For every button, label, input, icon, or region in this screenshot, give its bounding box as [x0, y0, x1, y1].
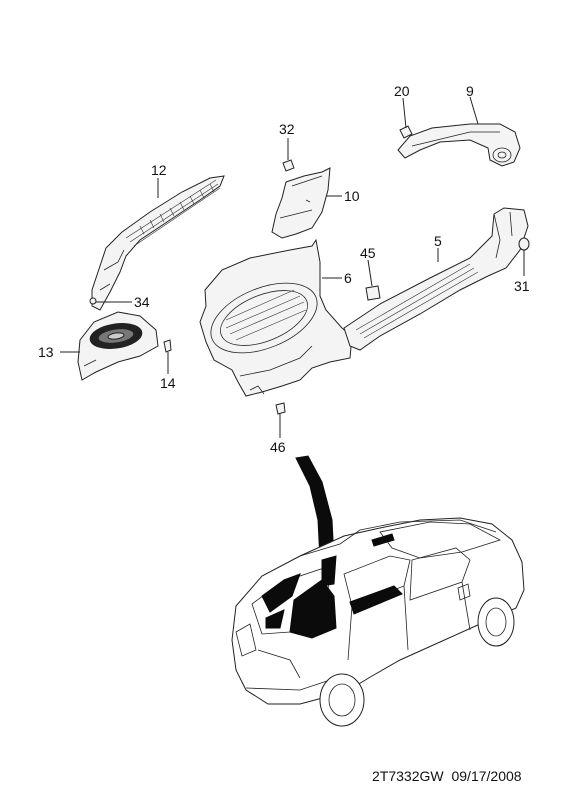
callout-5: 5 — [434, 233, 442, 249]
part-12-rear-scuff-panel — [91, 175, 225, 311]
part-34-clip — [89, 297, 97, 305]
callout-10: 10 — [344, 188, 360, 204]
callout-46: 46 — [270, 439, 286, 455]
callout-13: 13 — [38, 344, 54, 360]
part-10-pillar-trim — [271, 167, 331, 239]
callout-12: 12 — [151, 162, 167, 178]
callout-9: 9 — [466, 83, 474, 99]
part-6-quarter-trim-panel — [199, 238, 353, 397]
callout-6: 6 — [344, 270, 352, 286]
vehicle-outline — [231, 517, 525, 727]
callout-14: 14 — [160, 375, 176, 391]
part-45-clip — [365, 285, 381, 301]
part-13-speaker-panel — [77, 311, 159, 381]
callout-34: 34 — [134, 294, 150, 310]
part-9-pillar-trim — [397, 123, 521, 167]
part-31-plug — [518, 237, 530, 251]
callout-32: 32 — [279, 121, 295, 137]
part-5-sill-plate — [343, 207, 529, 351]
part-20-clip — [399, 125, 413, 139]
callout-31: 31 — [514, 278, 530, 294]
drawing-date: 09/17/2008 — [451, 768, 522, 784]
part-32-clip — [282, 159, 295, 172]
leader-lines — [60, 96, 525, 438]
drawing-code: 2T7332GW — [372, 768, 444, 784]
part-46-screw — [275, 402, 286, 415]
callout-45: 45 — [360, 245, 376, 261]
callout-20: 20 — [394, 83, 410, 99]
part-14-screw — [163, 339, 172, 353]
callout-numbers: 20 9 32 12 10 45 5 6 34 31 13 14 46 — [38, 83, 530, 455]
drawing-footer: 2T7332GW 09/17/2008 — [372, 768, 522, 784]
